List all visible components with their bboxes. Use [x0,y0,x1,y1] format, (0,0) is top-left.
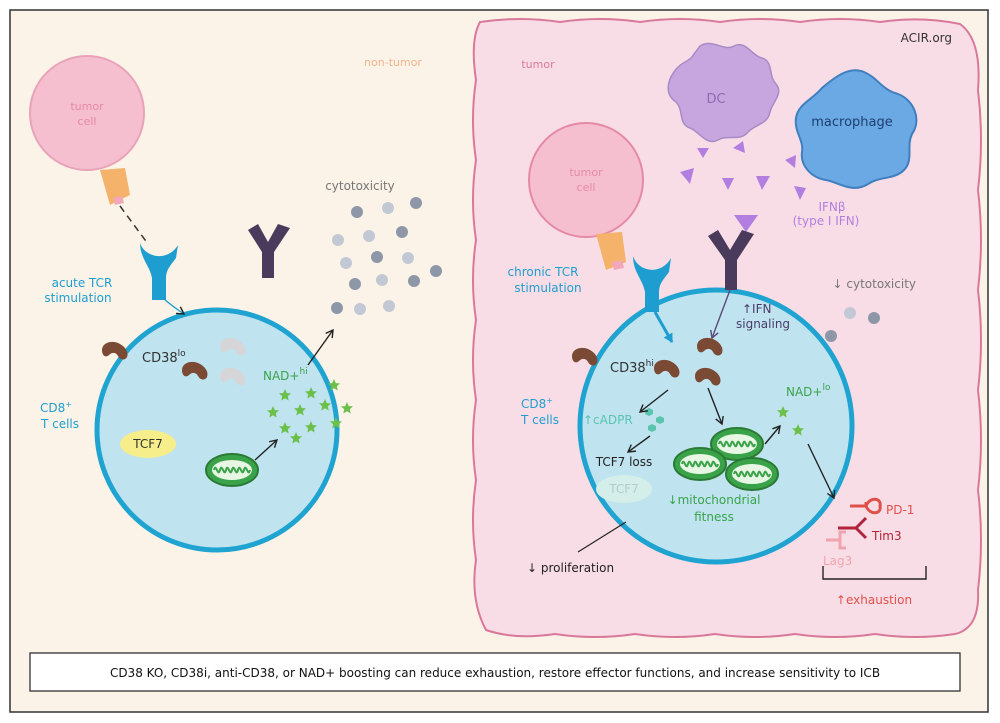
pd1-receptor-icon [850,497,882,515]
right-tcf7-badge [596,475,652,503]
left-mhc-icon [100,168,130,205]
proliferation-line [577,521,627,553]
footer-text: CD38 KO, CD38i, anti-CD38, or NAD+ boost… [110,666,880,680]
right-tcr-icon [633,256,671,312]
right-tcr-label-1: chronic TCR [508,265,579,279]
nad-lo-arrow [764,424,781,445]
watermark: ACIR.org [901,31,952,45]
right-tcr-arrow [653,311,674,343]
right-tcf7-label: TCF7 [608,482,639,496]
right-granule-3 [825,330,837,342]
left-tumor-cell-label-1: tumor [70,100,104,113]
footer-box [29,652,961,692]
right-cd38-label: CD38hi [610,359,654,376]
mito-label-2: fitness [694,510,734,524]
dendritic-cell [667,42,780,143]
tim3-receptor-icon [838,516,868,540]
macrophage-label: macrophage [811,115,893,130]
left-mitochondrion-icon [205,453,259,487]
right-tumor-cell-label-2: cell [577,181,596,194]
right-mitochondrion-icon-2 [673,447,727,481]
left-cd38-label: CD38lo [142,349,186,366]
non-tumor-label: non-tumor [364,56,422,69]
tumor-label: tumor [521,58,555,71]
left-tcf7-label: TCF7 [132,437,163,451]
ifn-beta-triangles [680,141,806,232]
ifn-label-1: IFNβ [818,200,845,214]
left-tcr-label-1: acute TCR [52,276,113,290]
mito-arrow [707,387,724,426]
left-antibody-icon [248,224,290,278]
left-cd8-label-1: CD8+ [40,400,72,415]
left-nad-label: NAD+hi [263,367,308,383]
left-cd8-label-2: T cells [40,417,79,431]
left-cytotoxicity-label: cytotoxicity [325,179,395,193]
left-tcr-icon [140,243,178,300]
right-cytotoxicity-label: ↓ cytotoxicity [833,277,916,291]
ifn-signal-arrow [710,289,731,340]
ifn-signaling-label-2: signaling [736,317,790,331]
cadpr-arrow [638,389,669,413]
left-tumor-cell [29,55,145,171]
lag3-receptor-icon [826,530,846,550]
ifn-label-2: (type I IFN) [793,214,860,228]
dc-label: DC [706,92,725,107]
right-cd8-label-2: T cells [520,413,559,427]
exhaustion-label: ↑exhaustion [836,593,912,607]
left-cytotoxic-granules [331,197,442,315]
right-antigen-icon [612,260,624,270]
left-antigen-icon [113,196,124,205]
ifn-receptor-icon [708,230,754,290]
left-tcr-label-2: stimulation [44,291,111,305]
left-tcr-arrow [164,299,186,315]
proliferation-label: ↓ proliferation [527,561,614,575]
tim3-label: Tim3 [871,529,902,543]
exhaustion-bracket [822,566,927,580]
right-nad-label: NAD+lo [786,383,831,399]
right-tumor-cell [528,122,644,238]
right-mhc-icon [596,232,626,270]
lag3-label: Lag3 [823,554,852,568]
right-granule-2 [868,312,880,324]
right-cd8-label-1: CD8+ [521,396,553,411]
mito-label-1: ↓mitochondrial [668,493,761,507]
cadpr-label: ↑cADPR [583,413,633,427]
right-mitochondrion-icon-3 [725,457,779,491]
left-nad-arrow [307,328,334,366]
ifn-signaling-label-1: ↑IFN [742,302,771,316]
left-tumor-cell-label-2: cell [78,115,97,128]
left-tcf7-badge [120,430,176,458]
pd1-label: PD-1 [886,503,914,517]
left-t-cell [94,307,340,553]
macrophage-cell [794,69,918,189]
cadpr-dots [645,408,664,432]
right-granule-1 [844,307,856,319]
exhaustion-arrow [807,443,836,500]
left-antigen-link [119,205,149,245]
right-tcr-label-2: stimulation [514,281,581,295]
right-tumor-cell-label-1: tumor [569,166,603,179]
left-mito-arrow [254,439,279,461]
tcf7-loss-arrow [626,435,651,453]
tcf7-loss-label: TCF7 loss [595,455,653,469]
